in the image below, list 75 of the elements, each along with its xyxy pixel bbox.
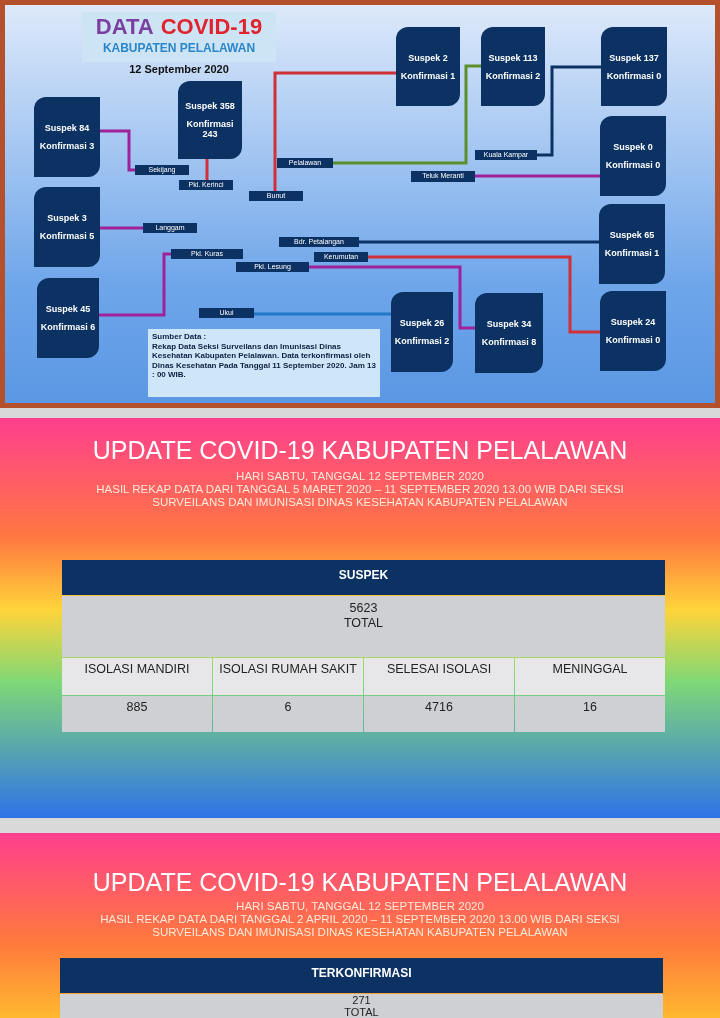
konfirmasi-count: Konfirmasi 6 <box>39 322 97 332</box>
konfirmasi-count: Konfirmasi 0 <box>605 70 663 81</box>
konfirmasi-count: Konfirmasi 5 <box>38 231 96 241</box>
table-cell: 4716 <box>364 696 514 732</box>
konfirmasi-count: Konfirmasi 8 <box>480 337 538 347</box>
suspek-count: Suspek 45 <box>44 304 92 314</box>
table-column-header: ISOLASI MANDIRI <box>62 658 212 695</box>
connector-line <box>100 129 135 172</box>
suspek-count: Suspek 113 <box>487 52 539 63</box>
district-stat-card <box>391 292 453 372</box>
note-text: Rekap Data Seksi Surveilans dan Imunisasi Dinas Kesehatan Kabupaten Pelalawan. Data terkonfirmasi oleh Dinas Kesehatan Pada Tanggal 11 September 2020. Jam 13 : 00 WIB. <box>152 341 376 380</box>
panel-title: UPDATE COVID-19 KABUPATEN PELALAWAN <box>91 868 629 898</box>
district-stat-card <box>178 81 242 159</box>
district-stat-card <box>600 291 666 371</box>
district-stat-card <box>396 27 460 106</box>
table-cell: 271 <box>60 994 663 1006</box>
table-cell: 885 <box>62 696 212 732</box>
panel-subtitle: HASIL REKAP DATA DARI TANGGAL 2 APRIL 2020 – 11 SEPTEMBER 2020 13.00 WIB DARI SEKSI SURVEILANS DAN IMUNISASI DINAS KESEHATAN KABUPATEN PELALAWAN <box>99 913 621 940</box>
table-column-header: ISOLASI RUMAH SAKIT <box>213 658 363 695</box>
suspek-count: Suspek 3 <box>46 213 88 223</box>
suspek-count: Suspek 84 <box>43 123 91 133</box>
konfirmasi-count: Konfirmasi 1 <box>603 248 661 258</box>
suspek-count: Suspek 65 <box>608 230 656 240</box>
district-stat-card <box>475 293 543 373</box>
subtitle-text: KABUPATEN PELALAWAN <box>101 41 257 57</box>
connector-line <box>333 64 481 165</box>
table-column-header: SELESAI ISOLASI <box>364 658 514 695</box>
connector-line <box>254 312 391 316</box>
panel-subtitle: HARI SABTU, TANGGAL 12 SEPTEMBER 2020 <box>235 900 485 914</box>
konfirmasi-count: Konfirmasi 3 <box>38 141 96 151</box>
connector-line <box>537 65 601 157</box>
suspek-count: Suspek 358 <box>184 101 236 111</box>
konfirmasi-count: Konfirmasi 243 <box>185 119 235 139</box>
connector-line <box>368 255 600 334</box>
konfirmasi-count: Konfirmasi 2 <box>484 70 542 81</box>
connector-line <box>99 252 171 317</box>
connector-line <box>359 240 599 244</box>
konfirmasi-count: Konfirmasi 0 <box>604 160 662 170</box>
table-cell: TOTAL <box>60 1006 663 1018</box>
panel-subtitle: HASIL REKAP DATA DARI TANGGAL 5 MARET 2020 – 11 SEPTEMBER 2020 13.00 WIB DARI SEKSI SURVEILANS DAN IMUNISASI DINAS KESEHATAN KABUPATEN PELALAWAN <box>95 483 625 510</box>
konfirmasi-count: Konfirmasi 1 <box>399 70 457 81</box>
connector-line <box>273 71 396 191</box>
source-note-box <box>148 329 380 397</box>
title-text: DATA <box>95 13 154 41</box>
district-stat-card <box>600 116 666 196</box>
konfirmasi-count: Konfirmasi 0 <box>604 335 662 345</box>
panel-title: UPDATE COVID-19 KABUPATEN PELALAWAN <box>91 436 629 466</box>
table-cell: 16 <box>515 696 665 732</box>
district-stat-card <box>599 204 665 284</box>
note-heading: Sumber Data : <box>152 332 208 342</box>
konfirmasi-count: Konfirmasi 2 <box>393 336 451 346</box>
table-header: SUSPEK <box>62 560 665 595</box>
table-cell: 5623 <box>62 596 665 616</box>
district-stat-card <box>34 187 100 267</box>
panel-subtitle: HARI SABTU, TANGGAL 12 SEPTEMBER 2020 <box>235 470 485 484</box>
district-stat-card <box>481 27 545 106</box>
suspek-count: Suspek 2 <box>407 52 449 63</box>
district-stat-card <box>34 97 100 177</box>
connector-line <box>100 226 143 230</box>
title-text: COVID-19 <box>160 13 263 41</box>
connector-line <box>309 265 475 330</box>
connector-line <box>205 159 209 180</box>
connector-line <box>475 174 600 178</box>
district-stat-card <box>601 27 667 106</box>
table-column-header: MENINGGAL <box>515 658 665 695</box>
district-stat-card <box>37 278 99 358</box>
suspek-count: Suspek 24 <box>609 317 657 327</box>
table-cell: 6 <box>213 696 363 732</box>
suspek-count: Suspek 34 <box>485 319 533 329</box>
suspek-count: Suspek 26 <box>398 318 446 328</box>
date-text: 12 September 2020 <box>128 63 230 77</box>
table-cell: TOTAL <box>62 616 665 657</box>
suspek-count: Suspek 0 <box>612 142 654 152</box>
suspek-count: Suspek 137 <box>608 52 660 63</box>
table-header: TERKONFIRMASI <box>60 958 663 993</box>
